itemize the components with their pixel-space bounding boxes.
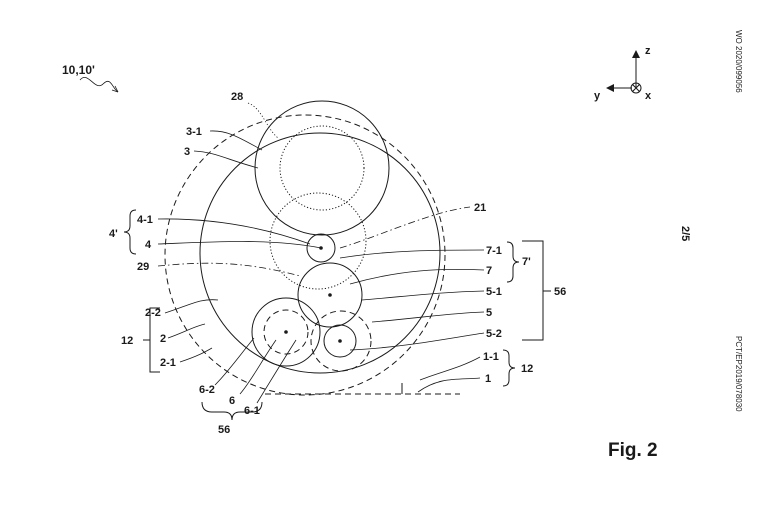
- label-56-right: 56: [554, 286, 566, 298]
- gear-28-inner-dotted: [279, 125, 365, 211]
- gear-6: [251, 297, 321, 367]
- label-1: 1: [485, 373, 491, 385]
- gear-5-center: [328, 293, 332, 297]
- leader-6: [239, 339, 277, 395]
- label-6: 6: [229, 395, 235, 407]
- label-6-1: 6-1: [244, 405, 260, 417]
- leader-lines: [79, 77, 485, 404]
- label-3-1: 3-1: [186, 126, 202, 138]
- label-7: 7: [486, 265, 492, 277]
- x-axis-into-page-icon: [630, 82, 642, 94]
- leader-1010: [79, 77, 119, 93]
- label-4-prime: 4': [109, 228, 118, 240]
- label-12-left: 12: [121, 335, 133, 347]
- publication-number: WO 2020/099056: [734, 30, 743, 93]
- sheet-page-number: 2/5: [679, 226, 691, 241]
- leader-4-1: [157, 218, 311, 245]
- y-axis-arrowhead: [606, 84, 614, 92]
- label-2-2: 2-2: [145, 307, 161, 319]
- main-circle-3: [199, 132, 441, 374]
- leader-2-2: [164, 299, 219, 314]
- gear-drawing: [164, 100, 460, 396]
- label-10-10: 10,10': [62, 63, 95, 77]
- leader-7: [349, 268, 485, 285]
- figure-label: Fig. 2: [608, 440, 658, 461]
- dashed-circle-7: [310, 310, 372, 372]
- label-2: 2: [160, 333, 166, 345]
- gear-6-center: [284, 330, 288, 334]
- leader-2: [167, 323, 206, 339]
- label-4-1: 4-1: [137, 214, 153, 226]
- axis-label-z: z: [645, 45, 651, 57]
- label-29: 29: [137, 261, 149, 273]
- label-2-1: 2-1: [160, 357, 176, 369]
- gear-4: [306, 233, 336, 263]
- leader-29: [157, 262, 301, 277]
- leader-6-2: [214, 337, 255, 386]
- side-texts: WO 2020/099056 2/5 PCT/EP2019/078030: [679, 30, 743, 412]
- leader-3: [193, 150, 259, 169]
- gear-5-2-center: [338, 339, 342, 343]
- axis-label-x: x: [645, 90, 652, 102]
- label-7-prime: 7': [522, 256, 531, 268]
- brace-4prime: [123, 209, 137, 255]
- gear-28-outer: [254, 100, 390, 236]
- leader-3-1: [209, 130, 263, 151]
- leader-2-1: [179, 347, 213, 363]
- leader-6-1: [256, 339, 297, 404]
- brace-56-bottom: [201, 401, 263, 421]
- label-3: 3: [184, 146, 190, 158]
- axis-label-y: y: [594, 90, 601, 102]
- label-5-1: 5-1: [486, 286, 502, 298]
- reference-labels: 10,10' 28 3-1 3 4-1 4' 4 29 21 7-1 7 7' …: [62, 63, 566, 436]
- leader-5: [371, 311, 485, 323]
- label-7-1: 7-1: [486, 245, 502, 257]
- label-21: 21: [474, 202, 486, 214]
- label-12-right: 12: [521, 363, 533, 375]
- z-axis-arrowhead: [632, 50, 640, 58]
- brace-7prime: [506, 241, 520, 283]
- leader-28: [247, 102, 279, 139]
- leader-21: [339, 206, 471, 249]
- label-4: 4: [145, 239, 152, 251]
- gear-6-dashed: [263, 309, 309, 355]
- dotted-circle-21: [269, 192, 367, 290]
- gear-5-2: [323, 324, 357, 358]
- label-56-bottom: 56: [218, 424, 230, 436]
- outer-dashed-circle: [164, 114, 446, 396]
- x-axis-cross: [632, 84, 640, 92]
- label-6-2: 6-2: [199, 384, 215, 396]
- leader-1: [417, 377, 481, 393]
- leader-5-1: [361, 290, 485, 301]
- coordinate-axes: z y x: [594, 45, 652, 102]
- leader-7-1: [339, 249, 485, 259]
- label-5-2: 5-2: [486, 328, 502, 340]
- braces: [123, 209, 551, 421]
- label-28: 28: [231, 91, 243, 103]
- leader-1-1: [419, 356, 481, 381]
- label-1-1: 1-1: [483, 351, 499, 363]
- gear-5: [297, 262, 363, 328]
- leader-5-2: [349, 332, 485, 351]
- label-5: 5: [486, 307, 492, 319]
- brace-12-right: [502, 349, 516, 387]
- leader-1010-arrow: [111, 85, 119, 93]
- application-number: PCT/EP2019/078030: [734, 336, 743, 412]
- leader-4: [157, 241, 322, 249]
